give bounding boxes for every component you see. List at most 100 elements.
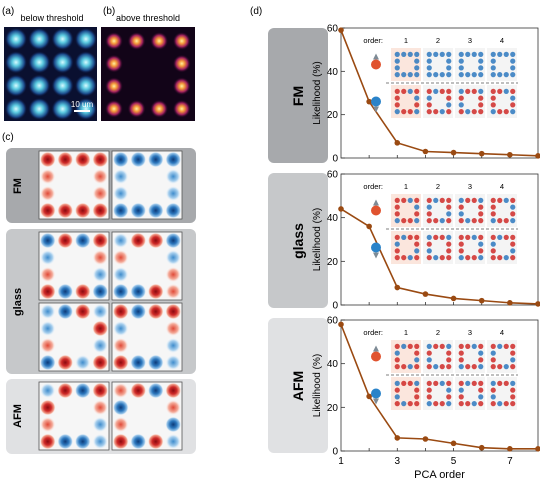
pca-site	[458, 234, 464, 240]
pca-site	[471, 234, 477, 240]
order-number: 1	[404, 328, 408, 337]
pca-site	[510, 109, 516, 115]
pca-site	[510, 204, 516, 210]
pca-site	[401, 364, 407, 370]
spin-site	[112, 416, 129, 433]
spin-map	[111, 302, 183, 372]
pca-site	[407, 51, 413, 57]
spin-site	[130, 151, 147, 168]
pca-site	[446, 211, 452, 217]
order-number: 2	[436, 36, 440, 45]
glass-tab-label: glass	[290, 223, 306, 259]
x-tick-label: 7	[507, 456, 513, 467]
spin-site	[112, 249, 129, 266]
spin-up-icon	[371, 199, 381, 216]
pca-site	[439, 51, 445, 57]
spin-site	[165, 337, 182, 354]
pca-site	[503, 197, 509, 203]
y-tick-label: 60	[327, 316, 339, 327]
pca-site	[394, 248, 400, 254]
spin-ball	[371, 388, 381, 399]
pca-site	[490, 65, 496, 71]
pca-site	[414, 234, 420, 240]
spin-site	[112, 283, 129, 300]
spin-down-icon	[371, 242, 381, 259]
pca-site	[439, 343, 445, 349]
pca-site	[510, 218, 516, 224]
pca-site	[439, 218, 445, 224]
pca-site	[446, 197, 452, 203]
pca-site	[503, 72, 509, 78]
spin-site	[112, 382, 129, 399]
pca-site	[458, 65, 464, 71]
spin-site	[92, 416, 109, 433]
pca-site	[510, 95, 516, 101]
pca-site	[414, 343, 420, 349]
pca-site	[439, 88, 445, 94]
pca-site	[465, 234, 471, 240]
spot	[105, 54, 123, 73]
order-label: order:	[363, 328, 383, 337]
order-number: 2	[436, 182, 440, 191]
spin-site	[39, 303, 56, 320]
order-number: 4	[500, 182, 504, 191]
pca-site	[497, 364, 503, 370]
pca-site	[478, 357, 484, 363]
pca-site	[458, 387, 464, 393]
pca-site	[478, 380, 484, 386]
pca-site	[414, 211, 420, 217]
spin-site	[74, 151, 91, 168]
pca-site	[478, 234, 484, 240]
pca-site	[426, 102, 432, 108]
pca-site	[458, 95, 464, 101]
pca-site	[414, 380, 420, 386]
afm-tab-label: AFM	[290, 371, 306, 401]
pca-site	[433, 364, 439, 370]
pca-site	[458, 88, 464, 94]
pca-site	[458, 350, 464, 356]
pca-site	[439, 197, 445, 203]
pca-site	[458, 343, 464, 349]
spin-site	[165, 433, 182, 450]
spin-site	[92, 320, 109, 337]
pca-site	[478, 58, 484, 64]
pca-site	[490, 95, 496, 101]
glass-spin-maps	[38, 231, 183, 372]
data-point	[422, 148, 429, 155]
data-point	[338, 321, 344, 328]
data-point	[478, 150, 485, 157]
spin-arrow	[373, 398, 379, 405]
data-point	[450, 149, 457, 156]
pca-site	[503, 255, 509, 261]
pca-site	[503, 88, 509, 94]
spot	[5, 51, 27, 74]
spin-site	[39, 382, 56, 399]
pca-site	[458, 380, 464, 386]
pca-site	[426, 248, 432, 254]
pca-site	[503, 51, 509, 57]
pca-site	[426, 357, 432, 363]
pca-site	[503, 343, 509, 349]
pca-site	[465, 380, 471, 386]
plot-frame	[340, 173, 539, 306]
pca-site	[465, 109, 471, 115]
spin-map	[38, 381, 110, 451]
spot	[28, 74, 51, 97]
pca-site	[407, 197, 413, 203]
pca-site	[407, 380, 413, 386]
order-number: 3	[468, 36, 472, 45]
spin-ball	[371, 205, 381, 216]
pca-site	[446, 95, 452, 101]
pca-site	[446, 51, 452, 57]
y-tick-label: 20	[327, 403, 339, 414]
pca-site	[433, 72, 439, 78]
y-tick-label: 20	[327, 257, 339, 268]
pca-site	[394, 88, 400, 94]
pca-site	[490, 350, 496, 356]
spin-site	[39, 232, 56, 249]
pca-site	[426, 204, 432, 210]
spin-site	[165, 249, 182, 266]
order-number: 2	[436, 328, 440, 337]
pca-site	[510, 234, 516, 240]
